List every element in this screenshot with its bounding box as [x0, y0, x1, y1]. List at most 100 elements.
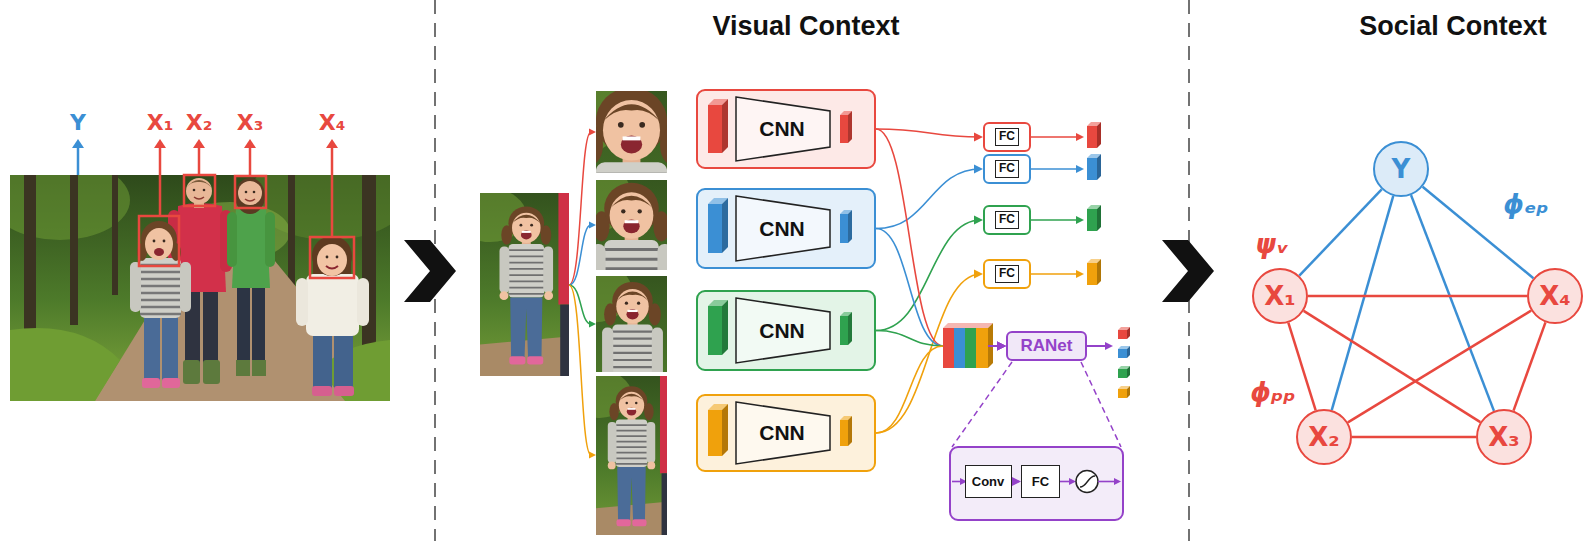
feature-block [848, 416, 852, 446]
feature-block [848, 210, 852, 243]
section-title: Social Context [1359, 11, 1547, 42]
feature-block [722, 99, 728, 153]
cnn-block: CNN [696, 290, 876, 371]
layer-label: FC [995, 160, 1019, 178]
block-label: RANet [1021, 336, 1073, 356]
feature-block [722, 99, 728, 153]
block-label: CNN [736, 190, 828, 267]
connector [1348, 311, 1531, 423]
arrowhead [997, 342, 1006, 351]
cnn-block: CNN [696, 89, 876, 169]
full-body-crop [544, 355, 718, 541]
connector [1012, 477, 1022, 486]
potential-label: ϕₑₚ [1503, 190, 1549, 220]
cnn-block: CNN [696, 188, 876, 269]
arrowhead [974, 133, 983, 142]
node-label: X₄ [1539, 283, 1570, 309]
feature-block [722, 404, 728, 456]
arrowhead [997, 342, 1006, 351]
connector [1514, 322, 1546, 410]
graph-edge [1514, 322, 1546, 410]
person-label: X₃ [237, 110, 264, 135]
connector [876, 165, 983, 229]
connector [876, 129, 983, 142]
feature-block [708, 410, 722, 456]
feature-block [708, 105, 722, 153]
node-label: Y [1392, 156, 1411, 182]
arrowhead [974, 165, 983, 174]
feature-block [848, 416, 852, 446]
feature-flow [876, 169, 981, 229]
graph-node: X₃ [1476, 409, 1532, 465]
connector [876, 342, 1006, 434]
feature-vector [840, 420, 848, 446]
crop-arrowhead [589, 129, 596, 459]
feature-stack [943, 323, 993, 368]
layer-label: FC [1032, 474, 1049, 489]
feature-block [848, 111, 852, 143]
feature-block [708, 306, 722, 355]
arrowhead [974, 270, 983, 279]
graph-node: X₄ [1527, 268, 1583, 324]
feature-block [722, 404, 728, 456]
arrowhead [1012, 477, 1021, 486]
graph-edge [1332, 196, 1394, 410]
person-label: X₄ [319, 110, 346, 135]
face-box [139, 175, 354, 278]
feature-vector [840, 214, 848, 243]
fc-layer: FC [983, 122, 1031, 152]
layer-label: FC [995, 265, 1019, 283]
connector [1308, 296, 1527, 297]
potential-label: ψᵥ [1255, 230, 1289, 260]
block-label: CNN [736, 292, 828, 369]
connector [1332, 196, 1394, 410]
block-label: CNN [736, 91, 828, 167]
feature-flow [876, 274, 981, 433]
connector [1411, 195, 1494, 411]
connector [1304, 311, 1481, 422]
potential-label: ϕₚₚ [1250, 378, 1296, 408]
feature-block [722, 198, 728, 253]
feature-block [848, 312, 852, 345]
feature-block [722, 198, 728, 253]
ranet-detail [950, 447, 1123, 520]
arrowhead [997, 342, 1006, 351]
block-label: CNN [736, 396, 828, 470]
feature-block [722, 300, 728, 355]
node-label: X₁ [1264, 283, 1295, 309]
feature-block [848, 210, 852, 243]
node-label: X₃ [1488, 424, 1519, 450]
leader-arrow [72, 139, 338, 237]
connector [876, 229, 1006, 351]
graph-node: Y [1373, 141, 1429, 197]
feature-block [722, 300, 728, 355]
layer-label: FC [995, 128, 1019, 146]
connector [876, 216, 983, 331]
connector [876, 270, 983, 434]
graph-node: X₂ [1296, 409, 1352, 465]
graph-edge [1352, 436, 1476, 439]
graph-edge [1304, 311, 1481, 422]
section-title: Visual Context [712, 11, 899, 42]
connector [876, 331, 1006, 351]
person-image [428, 171, 624, 403]
layer-label: Conv [972, 474, 1005, 489]
feature-block [848, 312, 852, 345]
layer-box: Conv [965, 465, 1012, 498]
feature-flow [876, 229, 943, 347]
arrowhead [997, 342, 1006, 351]
layer-box: FC [1021, 465, 1060, 498]
feature-flow [876, 346, 943, 433]
feature-flow [876, 331, 943, 347]
graph-edge [1411, 195, 1494, 411]
image-label: Y [70, 110, 86, 135]
fc-layer: FC [983, 154, 1031, 184]
graph-edge [1308, 295, 1527, 298]
layer-label: FC [995, 211, 1019, 229]
person-label: X₂ [186, 110, 213, 135]
fc-layer: FC [983, 205, 1031, 235]
feature-flow [876, 129, 981, 137]
output-cube [1031, 122, 1101, 285]
crop-arrow [569, 132, 591, 455]
ranet-output [1087, 327, 1130, 398]
